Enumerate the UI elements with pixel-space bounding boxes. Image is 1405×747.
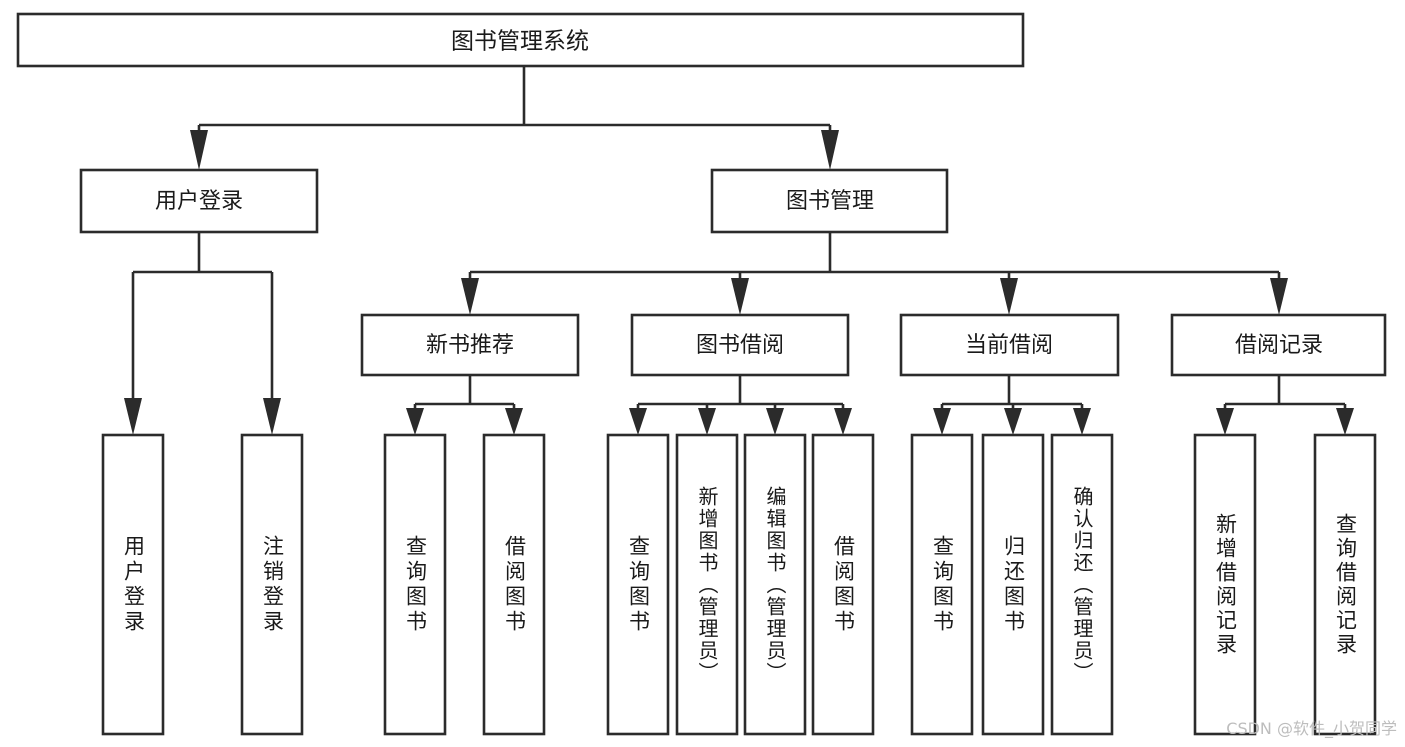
node-leaf-confirm-return-box[interactable] <box>1050 433 1114 736</box>
arrow-leaf-query-book-2-icon <box>629 408 647 435</box>
node-book-borrow-label: 图书借阅 <box>696 333 784 358</box>
arrow-leaf-return-book-icon <box>1004 408 1022 435</box>
node-layer: 图书管理系统 用户登录 图书管理 新书推荐 图书借阅 当前借阅 借阅记录 <box>16 12 1387 736</box>
arrow-leaf-add-book-icon <box>698 408 716 435</box>
node-leaf-query-book-2-box[interactable] <box>606 433 670 736</box>
node-book-borrow-box[interactable] <box>630 313 850 377</box>
arrow-new-book-rec-icon <box>461 278 479 315</box>
node-leaf-return-book-box[interactable] <box>981 433 1045 736</box>
node-leaf-add-record-box[interactable] <box>1193 433 1257 736</box>
arrow-current-borrow-icon <box>1000 278 1018 315</box>
arrow-leaf-edit-book-icon <box>766 408 784 435</box>
node-leaf-edit-book-box[interactable] <box>743 433 807 736</box>
node-borrow-record-label: 借阅记录 <box>1235 333 1323 358</box>
node-leaf-user-login-box[interactable] <box>101 433 165 736</box>
node-new-book-rec-label: 新书推荐 <box>426 333 514 358</box>
node-book-manage-label: 图书管理 <box>786 189 874 214</box>
node-root-label: 图书管理系统 <box>451 29 589 55</box>
arrow-leaf-borrow-book-1-icon <box>505 408 523 435</box>
node-leaf-query-record-box[interactable] <box>1313 433 1377 736</box>
node-current-borrow-label: 当前借阅 <box>965 333 1053 358</box>
arrow-leaf-borrow-book-2-icon <box>834 408 852 435</box>
node-borrow-record-box[interactable] <box>1170 313 1387 377</box>
connector-layer <box>124 66 1354 435</box>
watermark-text: CSDN @软件_小贺同学 <box>1226 719 1397 738</box>
node-leaf-borrow-book-2-box[interactable] <box>811 433 875 736</box>
node-book-manage-box[interactable] <box>710 168 949 234</box>
node-leaf-query-book-1-box[interactable] <box>383 433 447 736</box>
arrow-to-book-manage-icon <box>821 130 839 170</box>
arrow-leaf-query-book-3-icon <box>933 408 951 435</box>
node-leaf-add-book-box[interactable] <box>675 433 739 736</box>
arrow-book-borrow-icon <box>731 278 749 315</box>
arrow-to-user-login-icon <box>190 130 208 170</box>
arrow-borrow-record-icon <box>1270 278 1288 315</box>
node-current-borrow-box[interactable] <box>899 313 1120 377</box>
node-root-box[interactable] <box>16 12 1025 68</box>
arrow-leaf-query-book-1-icon <box>406 408 424 435</box>
arrow-leaf-user-login-icon <box>124 398 142 435</box>
node-leaf-logout-box[interactable] <box>240 433 304 736</box>
arrow-leaf-logout-icon <box>263 398 281 435</box>
arrow-leaf-confirm-return-icon <box>1073 408 1091 435</box>
node-new-book-rec-box[interactable] <box>360 313 580 377</box>
arrow-leaf-add-record-icon <box>1216 408 1234 435</box>
node-user-login-label: 用户登录 <box>155 189 243 214</box>
node-user-login-box[interactable] <box>79 168 319 234</box>
node-leaf-query-book-3-box[interactable] <box>910 433 974 736</box>
arrow-leaf-query-record-icon <box>1336 408 1354 435</box>
node-leaf-borrow-book-1-box[interactable] <box>482 433 546 736</box>
